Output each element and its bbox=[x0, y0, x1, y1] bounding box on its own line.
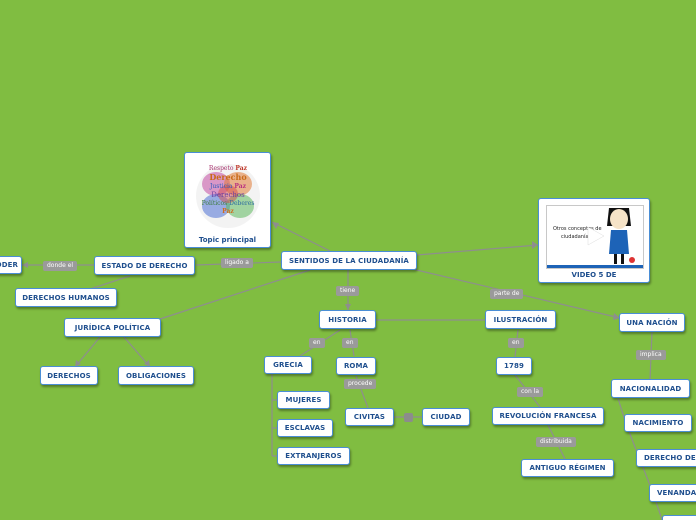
node-revolucion-francesa[interactable]: REVOLUCIÓN FRANCESA bbox=[492, 407, 604, 425]
link-central-video bbox=[416, 244, 539, 256]
label-donde-el: donde el bbox=[43, 261, 78, 271]
word-cloud-image bbox=[196, 164, 260, 228]
node-antiguo-regimen[interactable]: ANTIGUO RÉGIMEN bbox=[521, 459, 614, 477]
label-distribuida: distribuida bbox=[536, 437, 576, 447]
word-respeto: Respeto bbox=[208, 165, 234, 172]
node-mujeres[interactable]: MUJERES bbox=[277, 391, 330, 409]
label-en-1789: en bbox=[508, 338, 524, 348]
topic-image-caption: Topic principal bbox=[198, 236, 257, 244]
video-node[interactable]: Otros conceptos de ciudadanía VIDEO 5 DE bbox=[538, 198, 650, 283]
video-bottom-bar bbox=[547, 265, 643, 268]
video-thumbnail[interactable]: Otros conceptos de ciudadanía bbox=[546, 205, 644, 269]
node-grecia[interactable]: GRECIA bbox=[264, 356, 312, 374]
video-thumbnail-text-1: Otros conceptos de bbox=[553, 226, 602, 232]
node-derechos-humanos[interactable]: DERECHOS HUMANOS bbox=[15, 288, 117, 307]
word-paz-3: Paz bbox=[222, 208, 234, 215]
node-nacimiento[interactable]: NACIMIENTO bbox=[624, 414, 692, 432]
link-central-juridica bbox=[159, 269, 311, 320]
node-venanda[interactable]: VENANDA bbox=[649, 484, 696, 502]
node-derecho-de[interactable]: DERECHO DE bbox=[636, 449, 696, 467]
label-implica: implica bbox=[636, 350, 666, 360]
video-thumbnail-text-2: ciudadanía bbox=[561, 234, 589, 240]
label-procede: procede bbox=[344, 379, 377, 389]
label-ligado-a: ligado a bbox=[221, 258, 253, 268]
link-juridica-derechos bbox=[74, 336, 101, 368]
word-justicia: Justicia bbox=[209, 183, 233, 190]
topic-image-node[interactable]: Respeto Paz Derecho Justicia Paz Derecho… bbox=[184, 152, 271, 248]
word-cloud-words: Respeto Paz Derecho Justicia Paz Derecho… bbox=[195, 165, 261, 216]
word-paz-2: Paz bbox=[234, 183, 247, 190]
word-politicos: Políticos bbox=[201, 200, 228, 207]
node-derechos[interactable]: DERECHOS bbox=[40, 366, 98, 385]
node-esclavas[interactable]: ESCLAVAS bbox=[277, 419, 333, 437]
node-juridica-politica[interactable]: JURÍDICA POLÍTICA bbox=[64, 318, 161, 337]
word-deberes: Deberes bbox=[229, 200, 255, 207]
label-parte-de: parte de bbox=[490, 289, 524, 299]
link-juridica-obligaciones bbox=[123, 336, 151, 368]
link-central-topic bbox=[271, 221, 331, 252]
label-tiene: tiene bbox=[336, 286, 360, 296]
node-roma[interactable]: ROMA bbox=[336, 357, 376, 375]
word-paz-1: Paz bbox=[235, 165, 248, 172]
node-partial-bottom-right[interactable] bbox=[662, 515, 696, 520]
node-extranjeros[interactable]: EXTRANJEROS bbox=[277, 447, 350, 465]
node-una-nacion[interactable]: UNA NACIÓN bbox=[619, 313, 685, 332]
link-grecia-children bbox=[271, 374, 277, 457]
label-en-roma: en bbox=[342, 338, 358, 348]
node-ilustracion[interactable]: ILUSTRACIÓN bbox=[485, 310, 556, 329]
node-sentidos-ciudadania[interactable]: SENTIDOS DE LA CIUDADANÍA bbox=[281, 251, 417, 270]
play-icon[interactable] bbox=[585, 226, 605, 246]
node-poder[interactable]: PODER bbox=[0, 256, 22, 274]
video-caption: VIDEO 5 DE bbox=[571, 271, 617, 279]
node-nacionalidad[interactable]: NACIONALIDAD bbox=[611, 379, 690, 398]
label-con-la: con la bbox=[517, 387, 544, 397]
node-obligaciones[interactable]: OBLIGACIONES bbox=[118, 366, 194, 385]
node-civitas[interactable]: CIVITAS bbox=[345, 408, 394, 426]
word-derecho: Derecho bbox=[209, 172, 247, 182]
cartoon-person-illustration bbox=[607, 208, 635, 264]
node-ciudad[interactable]: CIUDAD bbox=[422, 408, 470, 426]
node-historia[interactable]: HISTORIA bbox=[319, 310, 376, 329]
node-1789[interactable]: 1789 bbox=[496, 357, 532, 375]
label-en-grecia: en bbox=[309, 338, 325, 348]
word-derechos: Derechos bbox=[211, 191, 245, 199]
link-connector-handle[interactable] bbox=[404, 413, 413, 422]
node-estado-de-derecho[interactable]: ESTADO DE DERECHO bbox=[94, 256, 195, 275]
